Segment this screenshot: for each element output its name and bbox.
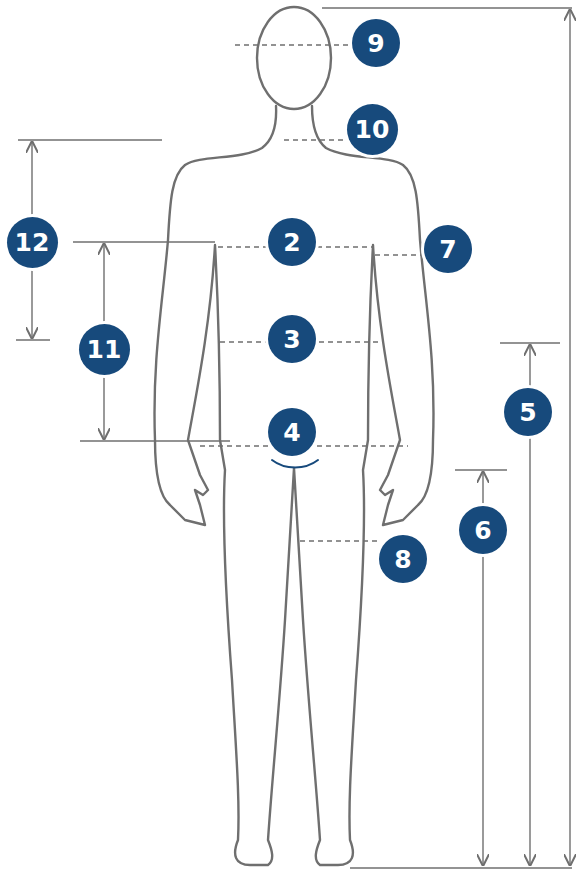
callout-number: 12: [7, 217, 58, 268]
callout-text: 12: [15, 230, 50, 255]
callout-text: 5: [519, 400, 536, 425]
callout-number: 6: [459, 506, 507, 554]
callout-number: 4: [268, 408, 316, 456]
callout-text: 10: [355, 117, 390, 142]
callout-text: 6: [474, 518, 491, 543]
callout-number: 11: [79, 324, 130, 375]
callout-text: 2: [283, 230, 300, 255]
callout-number: 9: [352, 19, 400, 67]
callout-text: 3: [283, 327, 300, 352]
callout-text: 11: [87, 337, 122, 362]
callout-number: 3: [268, 315, 316, 363]
callout-number: 10: [347, 104, 398, 155]
callout-number: 7: [424, 225, 472, 273]
callout-text: 7: [439, 237, 456, 262]
dimension-line: [16, 8, 572, 868]
callout-text: 8: [394, 547, 411, 572]
callout-number: 8: [379, 535, 427, 583]
callout-number: 5: [504, 388, 552, 436]
body-outline: [154, 7, 433, 865]
callout-text: 9: [367, 31, 384, 56]
measure-dash: [200, 45, 425, 541]
callout-text: 4: [283, 420, 300, 445]
callout-number: 2: [268, 218, 316, 266]
